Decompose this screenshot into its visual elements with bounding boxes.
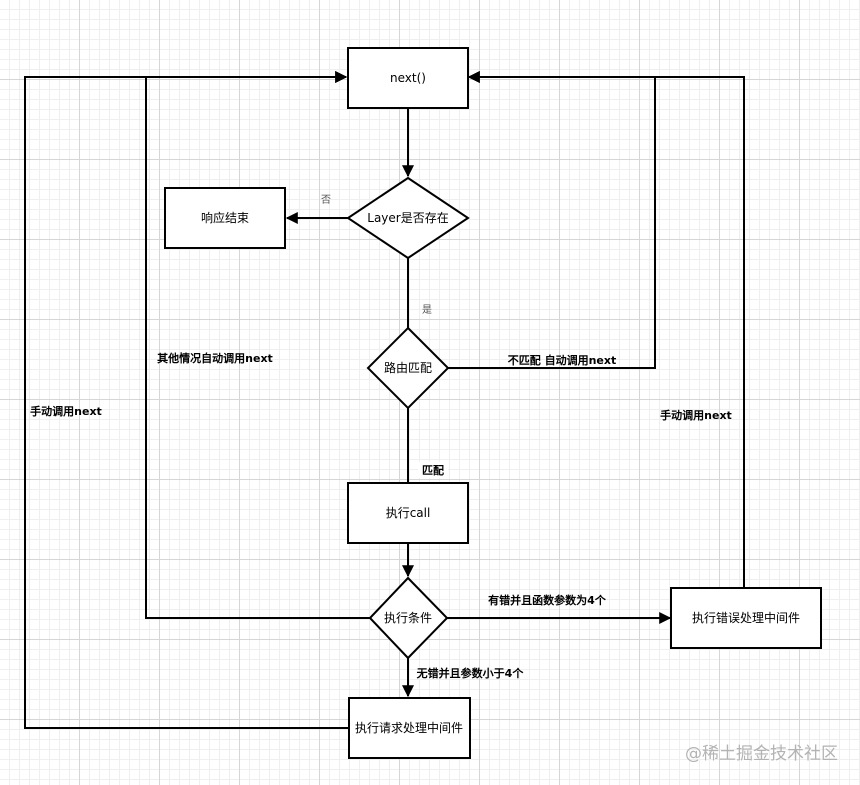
edge-label-manual-next-right: 手动调用next (660, 408, 732, 422)
node-exec-condition-label: 执行条件 (384, 611, 432, 625)
edge-condition-other-to-next (145, 71, 370, 619)
watermark: @稀土掘金技术社区 (685, 744, 838, 764)
node-error-middleware-label: 执行错误处理中间件 (692, 610, 800, 625)
node-exec-condition: 执行条件 (368, 576, 449, 660)
node-route-match: 路由匹配 (366, 326, 450, 410)
node-request-middleware-label: 执行请求处理中间件 (355, 720, 463, 735)
edge-request-manual-to-next (24, 71, 349, 729)
edge-label-match-bg (418, 462, 448, 478)
node-response-end-label: 响应结束 (201, 210, 249, 225)
node-route-match-label: 路由匹配 (384, 360, 432, 375)
node-layer-exists-label: Layer是否存在 (367, 211, 448, 225)
edge-label-no: 否 (321, 194, 331, 206)
node-next-label: next() (390, 71, 426, 85)
node-error-middleware: 执行错误处理中间件 (670, 587, 822, 649)
edge-label-no-match-auto-next: 不匹配 自动调用next (508, 353, 616, 367)
node-exec-call-label: 执行call (386, 506, 431, 520)
edge-label-has-error: 有错并且函数参数为4个 (488, 593, 607, 607)
edge-label-match: 匹配 (422, 463, 444, 477)
edge-error-manual-to-next (467, 71, 745, 588)
node-next: next() (347, 47, 469, 109)
node-layer-exists: Layer是否存在 (346, 176, 470, 260)
connectors (24, 71, 745, 729)
edge-label-manual-next-left: 手动调用next (30, 404, 102, 418)
edge-label-other-auto-next: 其他情况自动调用next (157, 351, 273, 365)
node-exec-call: 执行call (347, 482, 469, 544)
edge-label-no-error: 无错并且参数小于4个 (416, 666, 525, 680)
node-response-end: 响应结束 (164, 187, 286, 249)
edge-label-yes: 是 (422, 304, 432, 316)
node-request-middleware: 执行请求处理中间件 (348, 697, 471, 759)
edge-route-nomatch-to-next (448, 71, 656, 369)
